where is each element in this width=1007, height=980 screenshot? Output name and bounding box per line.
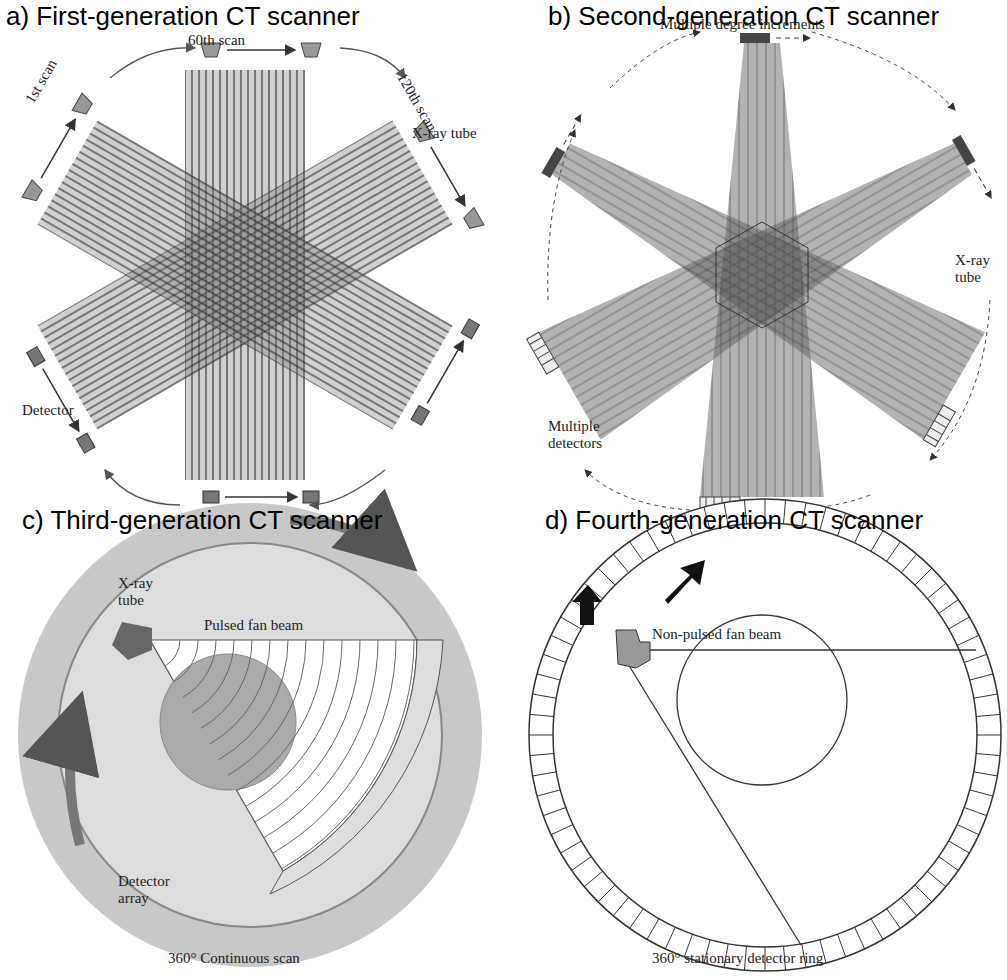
detector-cell	[887, 909, 901, 929]
fan-arc	[237, 640, 324, 791]
part-label: Multiple degree increments	[660, 16, 825, 33]
detector-cell	[927, 583, 945, 598]
part-label: Detector array	[118, 873, 178, 908]
detector-cell	[537, 790, 560, 796]
detector-cell	[915, 568, 932, 585]
fan-arc	[183, 640, 216, 697]
detector-cell	[871, 919, 883, 940]
detector-cell	[530, 714, 554, 716]
detector-cell	[533, 772, 557, 776]
detector-cell	[543, 654, 566, 662]
panel-title: d) Fourth-generation CT scanner	[545, 506, 923, 536]
detector-cell	[598, 568, 615, 585]
detector-cell	[561, 617, 582, 629]
panel-title: c) Third-generation CT scanner	[22, 506, 382, 536]
detector-cell	[976, 754, 1000, 756]
part-label: X-ray tube	[118, 575, 163, 610]
fan-arc	[192, 640, 234, 713]
fan-arc	[174, 640, 198, 682]
detector-cell	[901, 554, 916, 572]
fan-arc	[210, 640, 270, 744]
part-label: X-ray tube	[955, 252, 1000, 287]
detector-cell	[901, 897, 916, 915]
fan-arc	[282, 640, 414, 869]
part-label: Detector	[22, 402, 74, 419]
detector-cell	[598, 885, 615, 902]
detector-cell	[974, 772, 998, 776]
fan-arc	[219, 640, 288, 760]
detector-cell	[964, 654, 987, 662]
detector-cell	[543, 808, 566, 816]
detector-cell	[838, 934, 846, 957]
detector-cell	[887, 542, 901, 562]
part-label: 60th scan	[188, 32, 245, 49]
detector-cell	[647, 919, 659, 940]
detector-cell	[665, 927, 675, 949]
detector-cell	[533, 694, 557, 698]
fan-arc	[165, 640, 180, 666]
detector-cell	[630, 542, 644, 562]
detector-cell	[613, 897, 628, 915]
detector-cell	[855, 927, 865, 949]
detector-cell	[970, 790, 993, 796]
detector-cell	[572, 857, 592, 871]
detector-cell	[949, 617, 970, 629]
detector-cell	[939, 857, 959, 871]
detector-cell	[530, 754, 554, 756]
detector-cell	[977, 735, 1001, 736]
fan-arc	[201, 640, 252, 728]
detector-cell	[561, 841, 582, 853]
fan-arc	[228, 640, 306, 775]
detector-cell	[630, 909, 644, 929]
detector-cell	[949, 841, 970, 853]
detector-cell	[551, 635, 573, 645]
detector-cell	[613, 554, 628, 572]
fan-arc	[273, 640, 396, 853]
detector-cell	[964, 808, 987, 816]
detector-cell	[537, 674, 560, 680]
detector-cell	[927, 871, 945, 886]
part-label: 360° stationary detector ring	[652, 950, 823, 967]
part-label: 120th scan	[393, 70, 440, 135]
detector-cell	[529, 735, 553, 736]
part-label: 360° Continuous scan	[168, 950, 300, 967]
fan-arc	[246, 640, 342, 806]
part-label: Pulsed fan beam	[204, 617, 303, 634]
detector-cell	[957, 635, 979, 645]
detector-cell	[974, 694, 998, 698]
detector-cell	[939, 600, 959, 614]
detector-cell	[584, 871, 602, 886]
part-label: Non-pulsed fan beam	[652, 626, 781, 643]
detector-cell	[957, 825, 979, 835]
part-label: Multiple detectors	[548, 418, 618, 453]
part-label: 1st scan	[22, 56, 61, 106]
detector-cell	[915, 885, 932, 902]
detector-cell	[970, 674, 993, 680]
fan-arc	[255, 640, 360, 822]
fan-arc	[264, 640, 378, 838]
panel-title: a) First-generation CT scanner	[6, 2, 360, 32]
detector-cell	[551, 825, 573, 835]
part-label: X-ray tube	[412, 125, 477, 142]
detector-cell	[976, 714, 1000, 716]
